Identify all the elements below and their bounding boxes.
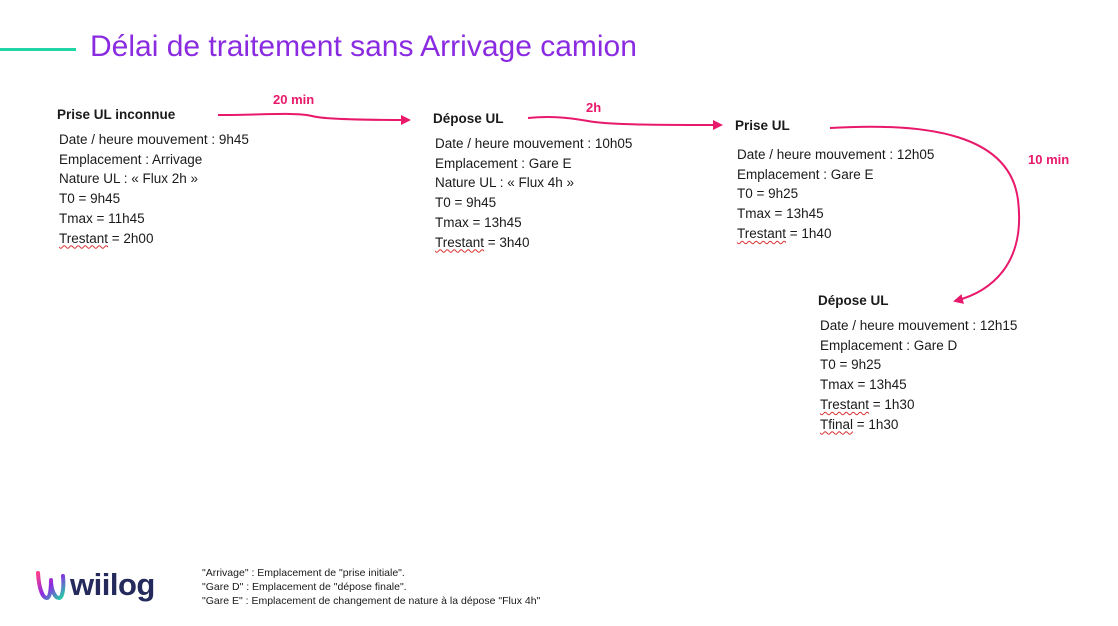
- footnote: "Gare E" : Emplacement de changement de …: [202, 594, 541, 607]
- step-line: Tmax = 11h45: [59, 210, 145, 226]
- step-heading: Prise UL inconnue: [57, 107, 176, 122]
- step-block-4: Dépose UL Date / heure mouvement : 12h15…: [818, 293, 1017, 434]
- accent-line: [0, 48, 76, 51]
- term-trestant: Trestant: [737, 225, 787, 241]
- step-heading: Dépose UL: [818, 293, 889, 308]
- step-line: T0 = 9h45: [435, 195, 497, 211]
- step-block-1: Prise UL inconnue Date / heure mouvement…: [57, 107, 249, 248]
- step-line: Date / heure mouvement : 9h45: [59, 132, 249, 147]
- footnote: "Gare D" : Emplacement de "dépose finale…: [202, 580, 407, 593]
- step-line: Tmax = 13h45: [737, 206, 824, 222]
- arrow-2: [527, 116, 723, 130]
- term-value: = 1h30: [869, 396, 915, 412]
- arrow-label-3: 10 min: [1028, 152, 1070, 167]
- step-line: Emplacement : Gare E: [435, 155, 572, 171]
- footnote: "Arrivage" : Emplacement de "prise initi…: [202, 567, 405, 579]
- arrow-label-1: 20 min: [273, 92, 315, 107]
- wiilog-logo-icon: [36, 571, 66, 600]
- term-trestant: Trestant: [435, 234, 485, 250]
- step-line: Trestant = 3h40: [433, 233, 632, 253]
- term-value: = 1h30: [853, 416, 899, 432]
- step-line: Tmax = 13h45: [820, 377, 907, 393]
- term-trestant: Trestant: [820, 396, 870, 412]
- term-value: = 1h40: [786, 225, 832, 241]
- step-line: Trestant = 1h30: [818, 395, 1017, 415]
- wiilog-logo-text: wiilog: [70, 567, 155, 602]
- step-line: Date / heure mouvement : 12h05: [737, 147, 935, 162]
- step-line: Nature UL : « Flux 2h »: [59, 171, 199, 187]
- step-line: T0 = 9h25: [737, 186, 799, 202]
- page-title: Délai de traitement sans Arrivage camion: [90, 30, 637, 63]
- step-line: Trestant = 1h40: [735, 224, 934, 244]
- term-trestant: Trestant: [59, 230, 109, 246]
- arrow-3: [829, 125, 1021, 304]
- step-line: Tmax = 13h45: [435, 214, 522, 230]
- term-value: = 2h00: [108, 230, 154, 246]
- step-block-2: Dépose UL Date / heure mouvement : 10h05…: [433, 111, 632, 252]
- term-value: = 3h40: [484, 234, 530, 250]
- footnotes: "Arrivage" : Emplacement de "prise initi…: [202, 567, 540, 608]
- step-line: Emplacement : Gare E: [737, 166, 874, 182]
- step-heading: Prise UL: [735, 118, 790, 133]
- term-tfinal: Tfinal: [820, 416, 854, 432]
- step-line: Date / heure mouvement : 10h05: [435, 136, 633, 151]
- step-block-3: Prise UL Date / heure mouvement : 12h05 …: [735, 118, 934, 244]
- step-line: Tfinal = 1h30: [818, 415, 1017, 435]
- wiilog-logo: wiilog: [34, 567, 155, 603]
- step-heading: Dépose UL: [433, 111, 504, 126]
- step-line: Emplacement : Arrivage: [59, 151, 203, 167]
- step-line: T0 = 9h45: [59, 191, 121, 207]
- step-line: Trestant = 2h00: [57, 229, 249, 249]
- arrow-1: [217, 112, 411, 125]
- step-line: T0 = 9h25: [820, 357, 882, 373]
- step-line: Nature UL : « Flux 4h »: [435, 175, 575, 191]
- arrow-label-2: 2h: [586, 100, 602, 115]
- step-line: Emplacement : Gare D: [820, 337, 958, 353]
- step-line: Date / heure mouvement : 12h15: [820, 318, 1018, 333]
